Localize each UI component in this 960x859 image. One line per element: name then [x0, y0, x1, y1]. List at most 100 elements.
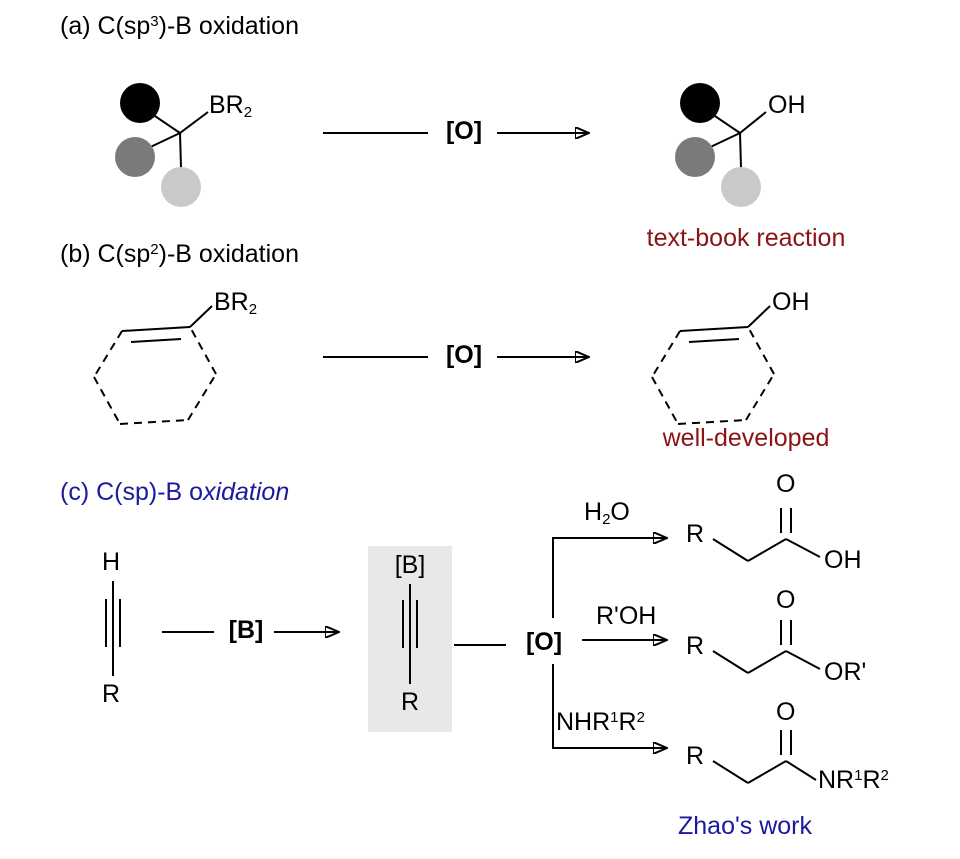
atom-subscript: 2 [248, 300, 258, 318]
atom-superscript: 2 [880, 766, 889, 784]
substituent-circle-darkgray [115, 137, 155, 177]
title-superscript: 2 [150, 240, 159, 258]
c-intermediate-r-label: R [368, 688, 452, 717]
b-oxidant-label: [O] [436, 341, 492, 370]
atom-label: OH [772, 288, 810, 316]
bond [785, 650, 821, 670]
a-boryl-group-label: BR2 [209, 91, 253, 121]
title-italic-text: xidation [203, 478, 290, 506]
ring-edge [121, 326, 191, 332]
bond [189, 305, 213, 328]
a-reactant-structure [115, 83, 209, 207]
ring-edge-dashed [93, 330, 123, 378]
ring-edge-dashed [93, 376, 121, 425]
c-branch-alcohol-label: R'OH [596, 602, 656, 631]
ring-edge-dashed [189, 326, 217, 375]
a-hydroxyl-label: OH [768, 91, 806, 120]
ring-edge-dashed [745, 373, 775, 421]
ring-edge-dashed [651, 330, 681, 378]
title-text: )-B oxidation [158, 240, 299, 268]
c-boration-reagent-label: [B] [218, 616, 274, 645]
title-text: (b) C(sp [60, 240, 151, 268]
b-boryl-group-label: BR2 [214, 288, 258, 318]
title-superscript: 3 [150, 12, 159, 30]
substituent-circle-black [680, 83, 720, 123]
atom-label: R [400, 688, 420, 716]
section-b-title: (b) C(sp2)-B oxidation [60, 240, 299, 269]
reagent-text: [B] [228, 616, 264, 644]
ring-edge-dashed [651, 376, 679, 425]
atom-superscript: 1 [854, 766, 863, 784]
atom-label: H [102, 548, 121, 576]
c-branch-amine-arrow [552, 664, 666, 748]
c-intermediate-structure [402, 584, 418, 684]
title-text: )-B oxidation [158, 12, 299, 40]
ring-double-bond [130, 338, 182, 343]
product-ester-r-label: R [686, 632, 704, 661]
atom-label: OR' [824, 658, 867, 686]
section-c-title: (c) C(sp)-B oxidation [60, 478, 289, 507]
title-text: (c) C(sp)-B o [60, 478, 204, 506]
section-a-title: (a) C(sp3)-B oxidation [60, 12, 299, 41]
c-branch-water-label: H2O [584, 498, 630, 528]
b-hydroxyl-label: OH [772, 288, 810, 317]
b-product-ring [651, 305, 775, 425]
a-oxidant-label: [O] [436, 117, 492, 146]
reagent-superscript: 1 [610, 708, 619, 726]
product-amide-r-label: R [686, 742, 704, 771]
b-reactant-ring [93, 305, 217, 425]
atom-label: OH [768, 91, 806, 119]
ring-edge-dashed [119, 419, 189, 425]
product-acid-r-label: R [686, 520, 704, 549]
bond [785, 538, 821, 558]
reagent-text: NHR [556, 708, 611, 736]
substituent-circle-lightgray [161, 167, 201, 207]
product-amide-skeleton [712, 730, 817, 784]
caption-text: text-book reaction [646, 224, 846, 252]
substituent-circle-black [120, 83, 160, 123]
caption-text: Zhao's work [678, 812, 812, 840]
bond [739, 111, 767, 134]
atom-subscript: 2 [243, 103, 253, 121]
reagent-text: H [584, 498, 603, 526]
c-branch-water-arrow [552, 538, 666, 618]
bond [712, 650, 749, 674]
bond [712, 538, 749, 562]
atom-label: R [686, 520, 705, 548]
atom-label: O [776, 698, 796, 726]
ring-double-bond [688, 338, 740, 343]
atom-label: R [102, 680, 121, 708]
c-branch-amine-label: NHR1R2 [556, 708, 645, 737]
bond [747, 305, 771, 328]
a-product-structure [675, 83, 767, 207]
arrow-line [552, 664, 666, 748]
c-oxidant-label: [O] [514, 628, 574, 657]
bond [712, 760, 749, 784]
product-ester-or-label: OR' [824, 658, 866, 687]
b-caption: well-developed [630, 424, 862, 453]
atom-label: OH [824, 546, 862, 574]
a-caption: text-book reaction [618, 224, 874, 253]
bond [747, 760, 787, 784]
c-alkyne-r-label: R [102, 680, 120, 709]
reagent-text: [O] [525, 628, 563, 656]
atom-label: R [686, 742, 705, 770]
atom-label: R [686, 632, 705, 660]
reagent-superscript: 2 [636, 708, 645, 726]
c-intermediate-boryl-label: [B] [368, 551, 452, 580]
substituent-circle-lightgray [721, 167, 761, 207]
product-acid-skeleton [712, 508, 821, 562]
reagent-text: [O] [445, 117, 483, 145]
bond [739, 132, 742, 169]
product-ester-o-label: O [776, 586, 795, 615]
substituent-circle-darkgray [675, 137, 715, 177]
product-ester-skeleton [712, 620, 821, 674]
atom-label: O [776, 586, 796, 614]
ring-edge [679, 326, 749, 332]
product-acid-o-label: O [776, 470, 795, 499]
reagent-subscript: 2 [602, 510, 611, 528]
atom-label: BR [214, 288, 249, 316]
c-alkyne-h-label: H [102, 548, 120, 577]
product-amide-o-label: O [776, 698, 795, 727]
